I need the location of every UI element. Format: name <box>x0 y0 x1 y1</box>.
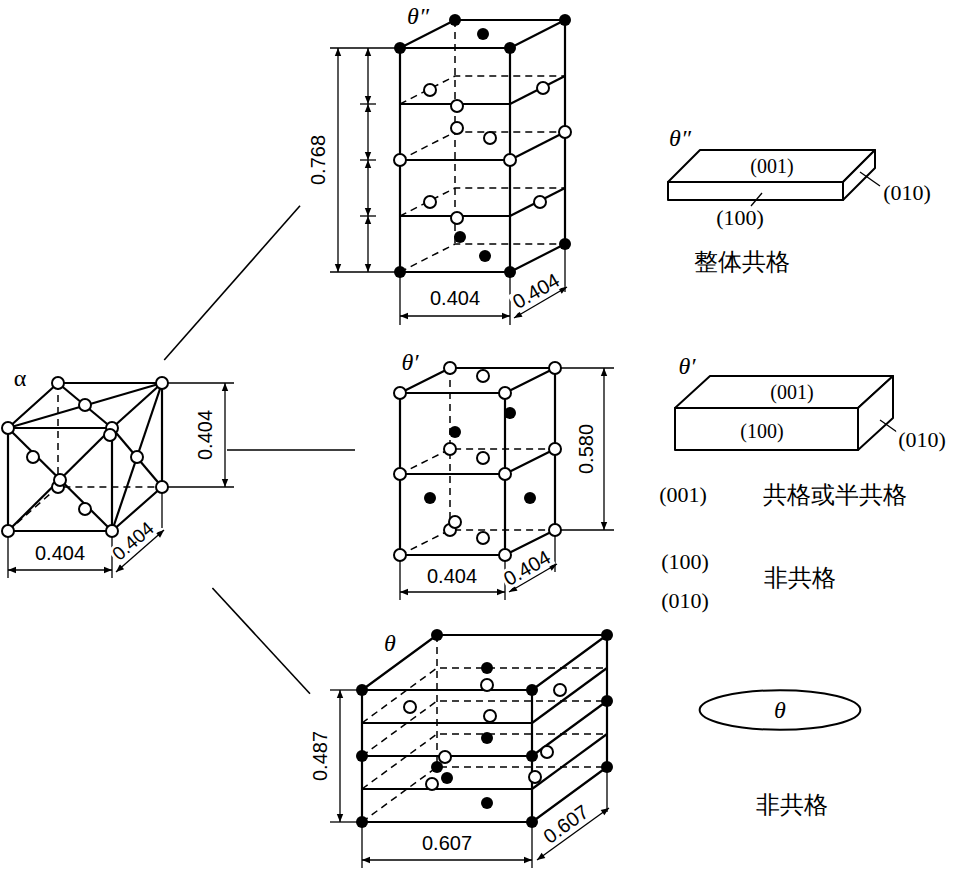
coherency-note: 整体共格 <box>692 250 792 274</box>
coherency-note: 共格或半共格 <box>761 483 909 507</box>
alpha-cell <box>8 383 162 531</box>
alpha-atoms <box>2 377 168 537</box>
dimension-value: 0.768 <box>308 133 328 187</box>
theta-double-prime-plate: θ″ (001) <box>662 122 882 204</box>
relation-line <box>164 206 300 360</box>
alpha-dimensions <box>8 383 234 578</box>
theta-prime-cell <box>400 368 555 555</box>
theta-double-prime-cell <box>400 20 565 272</box>
theta-double-prime-cell-node: θ″ <box>300 0 576 325</box>
dimension-value: 0.404 <box>508 269 565 313</box>
relation-line <box>212 588 310 694</box>
theta-prime-atoms <box>394 362 561 561</box>
plane-index: (010) <box>659 590 711 612</box>
coherency-note: 非共格 <box>754 793 830 817</box>
theta-double-prime-dimensions <box>330 48 567 325</box>
node-heading: θ′ <box>401 350 418 374</box>
plane-index: (001) <box>657 484 709 506</box>
node-heading: θ <box>384 631 396 655</box>
node-heading: θ″ <box>407 4 429 28</box>
dimension-value: 0.404 <box>195 408 215 462</box>
dimension-value: 0.607 <box>420 833 474 853</box>
node-heading: θ <box>774 698 786 722</box>
theta-prime-plate: θ′ (001) (100) <box>668 350 900 454</box>
theta-dimensions <box>330 690 609 868</box>
theta-prime-dimensions <box>400 368 614 600</box>
dimension-value: 0.404 <box>428 288 482 308</box>
plane-index: (001) <box>750 156 793 176</box>
plane-index: (010) <box>881 182 933 204</box>
ellipse-shape <box>700 690 861 730</box>
dimension-value: 0.580 <box>576 422 596 476</box>
relation-line <box>227 449 355 451</box>
theta-atoms <box>356 629 613 828</box>
plane-index: (100) <box>714 207 766 229</box>
theta-ellipse: θ <box>698 688 862 732</box>
dimension-value: 0.607 <box>538 800 593 848</box>
theta-double-prime-atoms <box>394 14 571 278</box>
node-heading: α <box>14 366 27 390</box>
node-heading: θ″ <box>669 126 691 150</box>
leader-lines <box>751 172 897 432</box>
plane-index: (010) <box>896 429 948 451</box>
plate-shapes <box>668 150 893 450</box>
plane-index: (100) <box>659 551 711 573</box>
theta-cell <box>362 635 607 822</box>
dimension-value: 0.487 <box>310 729 330 783</box>
plane-index: (100) <box>740 421 783 441</box>
node-heading: θ′ <box>678 354 695 378</box>
dimension-value: 0.404 <box>425 566 479 586</box>
plane-index: (001) <box>770 382 813 402</box>
dimension-value: 0.404 <box>33 543 87 563</box>
coherency-note: 非共格 <box>762 566 838 590</box>
